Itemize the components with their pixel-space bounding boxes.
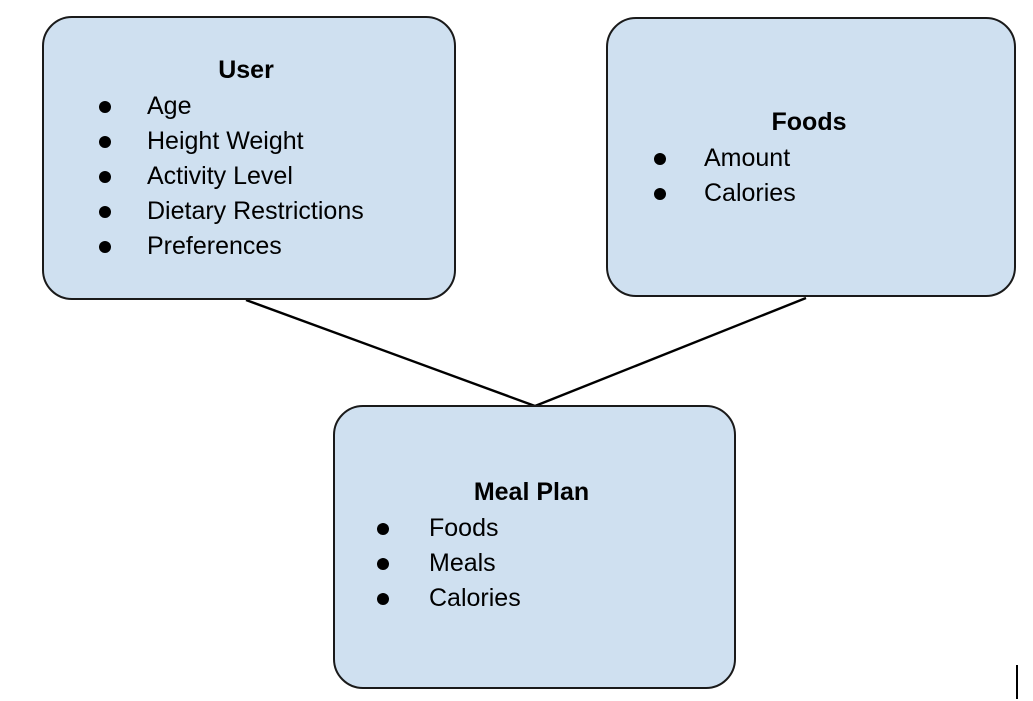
attribute-item: Height Weight [99, 124, 454, 159]
text-caret-mark [1016, 665, 1018, 699]
entity-title-user: User [218, 56, 274, 84]
attribute-item: Meals [377, 546, 734, 581]
entity-title-foods: Foods [771, 108, 847, 136]
attribute-item: Age [99, 89, 454, 124]
attribute-label: Height Weight [147, 127, 304, 155]
attribute-label: Preferences [147, 232, 282, 260]
attribute-label: Meals [429, 549, 496, 577]
attribute-label: Calories [429, 584, 521, 612]
entity-box-meal-plan[interactable]: Meal Plan Foods Meals Calories [333, 405, 736, 689]
entity-box-user[interactable]: User Age Height Weight Activity Level Di… [42, 16, 456, 300]
entity-title-meal-plan: Meal Plan [473, 478, 590, 506]
bullet-icon [377, 522, 389, 535]
bullet-icon [99, 135, 111, 148]
attribute-list-user: Age Height Weight Activity Level Dietary… [44, 89, 454, 264]
attribute-label: Calories [704, 179, 796, 207]
attribute-item: Calories [654, 176, 1014, 211]
connector-user-to-mealplan [245, 298, 536, 408]
bullet-icon [99, 100, 111, 113]
entity-box-foods[interactable]: Foods Amount Calories [606, 17, 1016, 297]
attribute-item: Preferences [99, 229, 454, 264]
attribute-item: Calories [377, 581, 734, 616]
attribute-label: Dietary Restrictions [147, 197, 364, 225]
attribute-label: Amount [704, 144, 791, 172]
attribute-list-meal-plan: Foods Meals Calories [335, 511, 734, 616]
attribute-item: Foods [377, 511, 734, 546]
attribute-item: Amount [654, 141, 1014, 176]
attribute-label: Age [147, 92, 192, 120]
bullet-icon [99, 240, 111, 253]
bullet-icon [99, 205, 111, 218]
attribute-label: Activity Level [147, 162, 293, 190]
bullet-icon [99, 170, 111, 183]
attribute-list-foods: Amount Calories [608, 141, 1014, 211]
bullet-icon [654, 187, 666, 200]
attribute-label: Foods [429, 514, 499, 542]
attribute-item: Activity Level [99, 159, 454, 194]
attribute-item: Dietary Restrictions [99, 194, 454, 229]
bullet-icon [377, 557, 389, 570]
bullet-icon [654, 152, 666, 165]
bullet-icon [377, 592, 389, 605]
connector-foods-to-mealplan [534, 296, 807, 408]
